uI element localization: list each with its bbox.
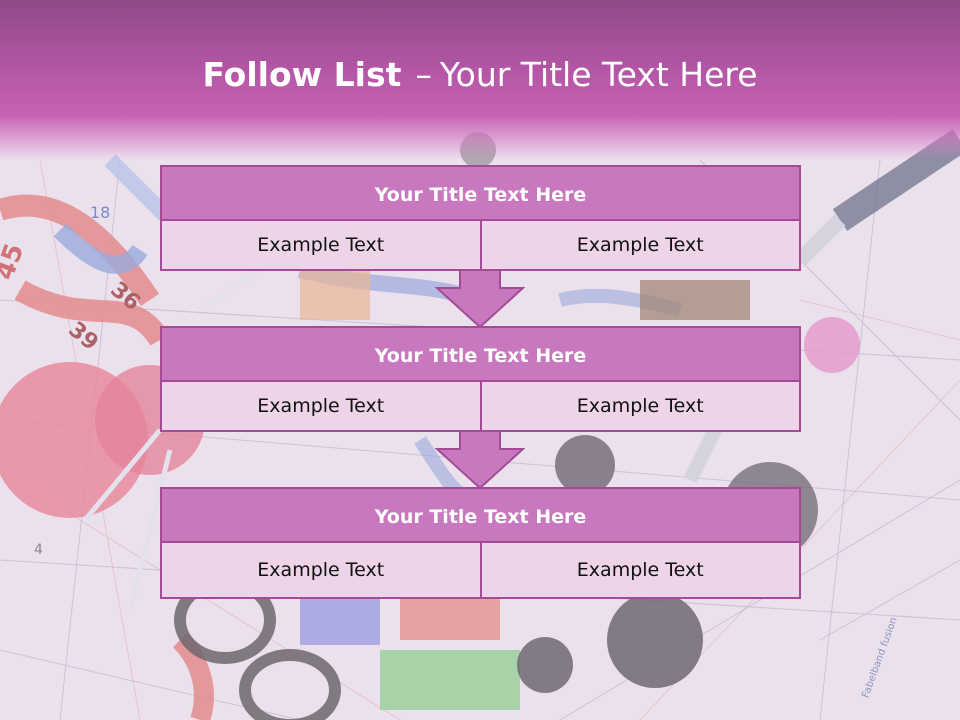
title-dash: – — [415, 55, 432, 94]
block-row: Example Text Example Text — [160, 382, 801, 432]
list-block-1: Your Title Text Here Example Text Exampl… — [160, 165, 801, 271]
block-row: Example Text Example Text — [160, 543, 801, 599]
block-cell-right: Example Text — [479, 382, 799, 430]
header-band — [0, 0, 960, 160]
down-arrow-icon — [435, 270, 525, 328]
down-arrow-icon — [435, 431, 525, 489]
tape-number: 18 — [90, 203, 110, 222]
block-cell-left: Example Text — [162, 382, 480, 430]
slide-title: Follow List–Your Title Text Here — [0, 52, 960, 98]
block-cell-right: Example Text — [479, 543, 799, 597]
title-rest: Your Title Text Here — [439, 55, 758, 94]
block-title: Your Title Text Here — [160, 165, 801, 221]
block-row: Example Text Example Text — [160, 221, 801, 271]
block-cell-right: Example Text — [479, 221, 799, 269]
block-cell-left: Example Text — [162, 221, 480, 269]
pattern-number: 4 — [34, 542, 43, 558]
block-cell-left: Example Text — [162, 543, 480, 597]
block-title: Your Title Text Here — [160, 326, 801, 382]
list-block-3: Your Title Text Here Example Text Exampl… — [160, 487, 801, 599]
list-block-2: Your Title Text Here Example Text Exampl… — [160, 326, 801, 432]
title-bold: Follow List — [202, 55, 402, 94]
block-title: Your Title Text Here — [160, 487, 801, 543]
